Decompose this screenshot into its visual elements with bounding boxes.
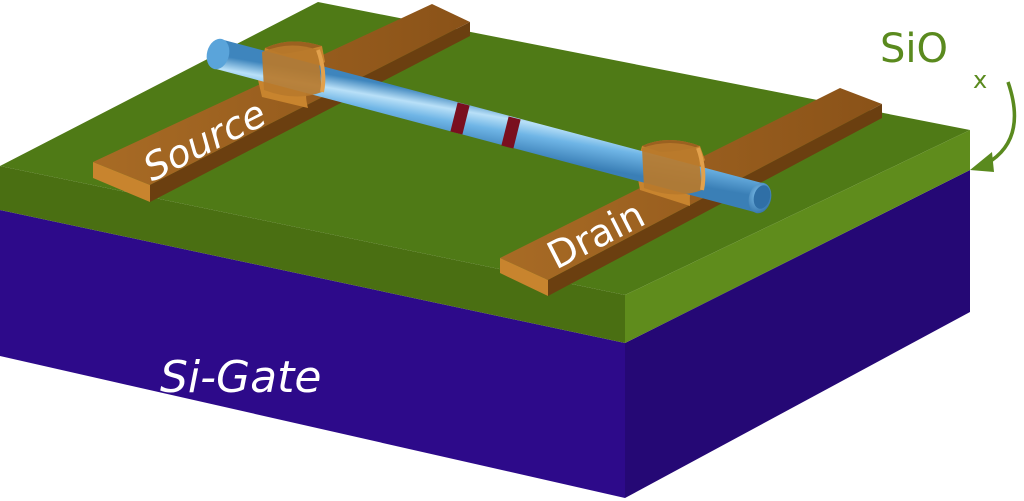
oxide-label-main: SiO [880, 26, 948, 72]
source-contact-side [150, 22, 470, 202]
oxide-pointer-arrow [985, 81, 1017, 166]
si-gate-substrate [0, 170, 970, 498]
nanowire-band-1 [450, 102, 470, 135]
gate-front-face [0, 210, 625, 498]
source-contact-end [93, 162, 150, 202]
drain-pad-wrap-edge [696, 147, 706, 191]
oxide-front-face [0, 166, 625, 343]
nanowire-end-face [753, 185, 771, 209]
si-gate-label: Si-Gate [160, 352, 321, 403]
oxide-label: SiO [880, 26, 948, 72]
nanowire-start-cap [206, 38, 230, 70]
drain-pad-wrap [642, 143, 702, 195]
gate-side-face [625, 170, 970, 498]
source-pad-wrap-edge [316, 49, 326, 93]
oxide-pointer-arrowhead [970, 152, 994, 172]
drain-contact-end [500, 258, 548, 296]
oxide-side-face [625, 130, 970, 343]
oxide-label-subscript: x [973, 66, 987, 94]
source-pad-wrap [262, 45, 322, 97]
nanowire-band-2 [501, 116, 521, 149]
